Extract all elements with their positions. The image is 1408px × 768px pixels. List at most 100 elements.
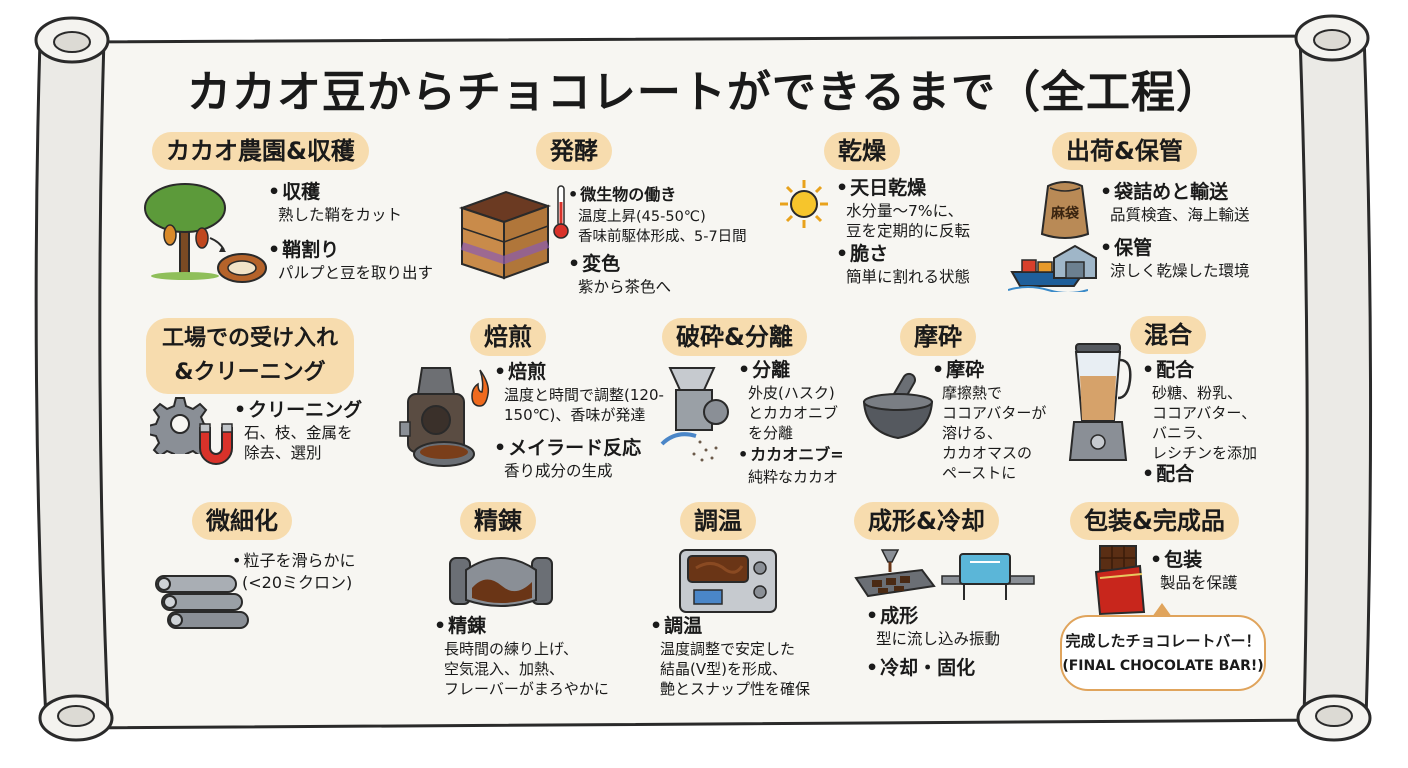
rollers-icon xyxy=(155,575,249,629)
ferment-bullet-2: 変色 紫から茶色へ xyxy=(568,252,671,297)
grind-bullet-1-desc-5: ペーストに xyxy=(942,464,1017,482)
warehouse-icon xyxy=(1053,244,1097,279)
conch-bullet-1-desc-1: 長時間の練り上げ、 xyxy=(444,640,578,658)
crack-bullet-2-head: カカオニブ= xyxy=(738,442,843,467)
sack-label: 麻袋 xyxy=(1051,206,1079,222)
mold-icon xyxy=(854,549,936,598)
fermentation-box-icon xyxy=(458,190,552,280)
bubble-line-2: (FINAL CHOCOLATE BAR!) xyxy=(1062,658,1264,674)
conch-bullet-1-desc-2: 空気混入、加熱、 xyxy=(444,660,565,678)
pack-bullet-1-desc: 製品を保護 xyxy=(1160,574,1238,592)
step-title-pack: 包装&完成品 xyxy=(1070,502,1239,540)
step-title-conch: 精錬 xyxy=(460,502,536,540)
step-title-receive: 工場での受け入れ &クリーニング xyxy=(146,318,355,394)
conch-bullet-1-desc-3: フレーバーがまろやかに xyxy=(444,680,609,698)
mix-bullet-2-head: 配合 xyxy=(1142,462,1194,487)
ferment-bullet-1-desc-2: 香味前駆体形成、5-7日間 xyxy=(578,229,747,245)
dry-bullet-1-desc-1: 水分量〜7%に、 xyxy=(846,202,964,220)
farm-bullet-1-desc: 熟した鞘をカット xyxy=(278,206,403,224)
ferment-bullet-2-head: 変色 xyxy=(568,252,671,277)
step-title-grind: 摩砕 xyxy=(900,318,976,356)
crack-bullet-1-head: 分離 xyxy=(738,358,838,383)
grind-bullet-1: 摩砕 摩擦熱で ココアバターが 溶ける、 カカオマスの ペーストに xyxy=(932,358,1046,483)
farm-bullet-2: 鞘割り パルプと豆を取り出す xyxy=(268,238,433,283)
mold-bullet-1-head: 成形 xyxy=(866,604,1000,629)
grind-bullet-1-desc-3: 溶ける、 xyxy=(942,424,1003,442)
mold-bullet-1: 成形 型に流し込み振動 xyxy=(866,604,1000,649)
winnower-icon xyxy=(660,367,729,462)
step-title-crack: 破砕&分離 xyxy=(662,318,807,356)
crack-bullet-1: 分離 外皮(ハスク) とカカオニブ を分離 xyxy=(738,358,838,443)
receive-bullet-1-desc-1: 石、枝、金属を xyxy=(244,424,353,442)
mold-bullet-2-head: 冷却・固化 xyxy=(866,656,975,681)
crack-bullet-2-desc: 純粋なカカオ xyxy=(748,468,839,486)
ship-bullet-2: 保管 涼しく乾燥した環境 xyxy=(1100,236,1250,281)
refine-bullet-1-desc: (<20ミクロン) xyxy=(242,573,353,592)
step-title-temper: 調温 xyxy=(680,502,756,540)
dry-bullet-1-head: 天日乾燥 xyxy=(836,176,970,201)
conch-bullet-1-head: 精錬 xyxy=(434,614,609,639)
chocolate-bar-icon xyxy=(1094,545,1146,616)
bubble-line-1: 完成したチョコレートバー！ xyxy=(1065,632,1261,650)
roast-bullet-2-desc: 香り成分の生成 xyxy=(504,462,613,480)
mix-bullet-1-desc-3: バニラ、 xyxy=(1152,424,1212,442)
sun-icon xyxy=(780,180,828,228)
temper-bullet-1-desc-3: 艶とスナップ性を確保 xyxy=(660,680,811,698)
ship-bullet-1: 袋詰めと輸送 品質検査、海上輸送 xyxy=(1100,180,1250,225)
farm-bullet-2-desc: パルプと豆を取り出す xyxy=(278,264,434,282)
mix-bullet-1-desc-1: 砂糖、粉乳、 xyxy=(1152,384,1243,402)
farm-bullet-1-head: 収穫 xyxy=(268,180,402,205)
roast-bullet-2-head: メイラード反応 xyxy=(494,436,641,461)
temper-bullet-1: 調温 温度調整で安定した 結晶(V型)を形成、 艶とスナップ性を確保 xyxy=(650,614,810,699)
grind-bullet-1-head: 摩砕 xyxy=(932,358,1046,383)
step-title-mold: 成形&冷却 xyxy=(854,502,999,540)
mix-bullet-2: 配合 xyxy=(1142,462,1194,487)
roast-bullet-1-head: 焙煎 xyxy=(494,360,664,385)
fire-icon xyxy=(471,369,490,407)
dry-bullet-2-desc: 簡単に割れる状態 xyxy=(846,268,971,286)
crack-bullet-1-desc-3: を分離 xyxy=(748,424,794,442)
ferment-bullet-1: 微生物の働き 温度上昇(45-50℃) 香味前駆体形成、5-7日間 xyxy=(568,182,747,247)
mix-bullet-1: 配合 砂糖、粉乳、 ココアバター、 バニラ、 レシチンを添加 xyxy=(1142,358,1257,463)
dry-bullet-1: 天日乾燥 水分量〜7%に、 豆を定期的に反転 xyxy=(836,176,970,241)
roast-bullet-2: メイラード反応 香り成分の生成 xyxy=(494,436,641,481)
gear-icon xyxy=(150,397,210,454)
farm-bullet-2-head: 鞘割り xyxy=(268,238,433,263)
step-title-mix: 混合 xyxy=(1130,316,1206,354)
thermometer-icon xyxy=(553,185,569,239)
grind-bullet-1-desc-1: 摩擦熱で xyxy=(942,384,1003,402)
cooling-tunnel-icon xyxy=(941,553,1035,600)
final-bar-speech-bubble: 完成したチョコレートバー！ (FINAL CHOCOLATE BAR!) xyxy=(1060,603,1266,691)
grind-bullet-1-desc-4: カカオマスの xyxy=(942,444,1033,462)
ship-bullet-1-head: 袋詰めと輸送 xyxy=(1100,180,1250,205)
dry-bullet-2-head: 脆さ xyxy=(836,242,970,267)
blender-icon xyxy=(1068,343,1132,461)
conche-icon xyxy=(449,557,553,607)
cacao-pod-icon xyxy=(209,237,267,283)
tempering-machine-icon xyxy=(679,549,777,613)
conch-bullet-1: 精錬 長時間の練り上げ、 空気混入、加熱、 フレーバーがまろやかに xyxy=(434,614,609,699)
cacao-tree-icon xyxy=(144,183,226,280)
step-title-ship: 出荷&保管 xyxy=(1052,132,1197,170)
ferment-bullet-2-desc: 紫から茶色へ xyxy=(578,278,672,296)
left-scroll-roll xyxy=(34,16,114,742)
mix-bullet-1-desc-4: レシチンを添加 xyxy=(1152,444,1258,462)
step-title-ferment: 発酵 xyxy=(536,132,612,170)
receive-bullet-1-head: クリーニング xyxy=(234,398,362,423)
receive-bullet-1: クリーニング 石、枝、金属を 除去、選別 xyxy=(234,398,362,463)
dry-bullet-2: 脆さ 簡単に割れる状態 xyxy=(836,242,970,287)
temper-bullet-1-desc-2: 結晶(V型)を形成、 xyxy=(660,660,787,678)
pack-bullet-1: 包装 製品を保護 xyxy=(1150,548,1238,593)
temper-bullet-1-desc-1: 温度調整で安定した xyxy=(660,640,796,658)
crack-bullet-1-desc-1: 外皮(ハスク) xyxy=(748,384,835,402)
refine-bullet-1: 粒子を滑らかに (<20ミクロン) xyxy=(232,548,355,593)
receive-bullet-1-desc-2: 除去、選別 xyxy=(244,444,322,462)
mold-bullet-1-desc: 型に流し込み振動 xyxy=(876,630,1001,648)
ship-bullet-1-desc: 品質検査、海上輸送 xyxy=(1110,206,1250,224)
magnet-icon xyxy=(199,423,233,465)
step-title-receive-line-1: 工場での受け入れ xyxy=(162,326,339,351)
ferment-bullet-1-head: 微生物の働き xyxy=(568,182,747,207)
step-title-roast: 焙煎 xyxy=(470,318,546,356)
crack-bullet-1-desc-2: とカカオニブ xyxy=(748,404,839,422)
ship-bullet-2-head: 保管 xyxy=(1100,236,1250,261)
